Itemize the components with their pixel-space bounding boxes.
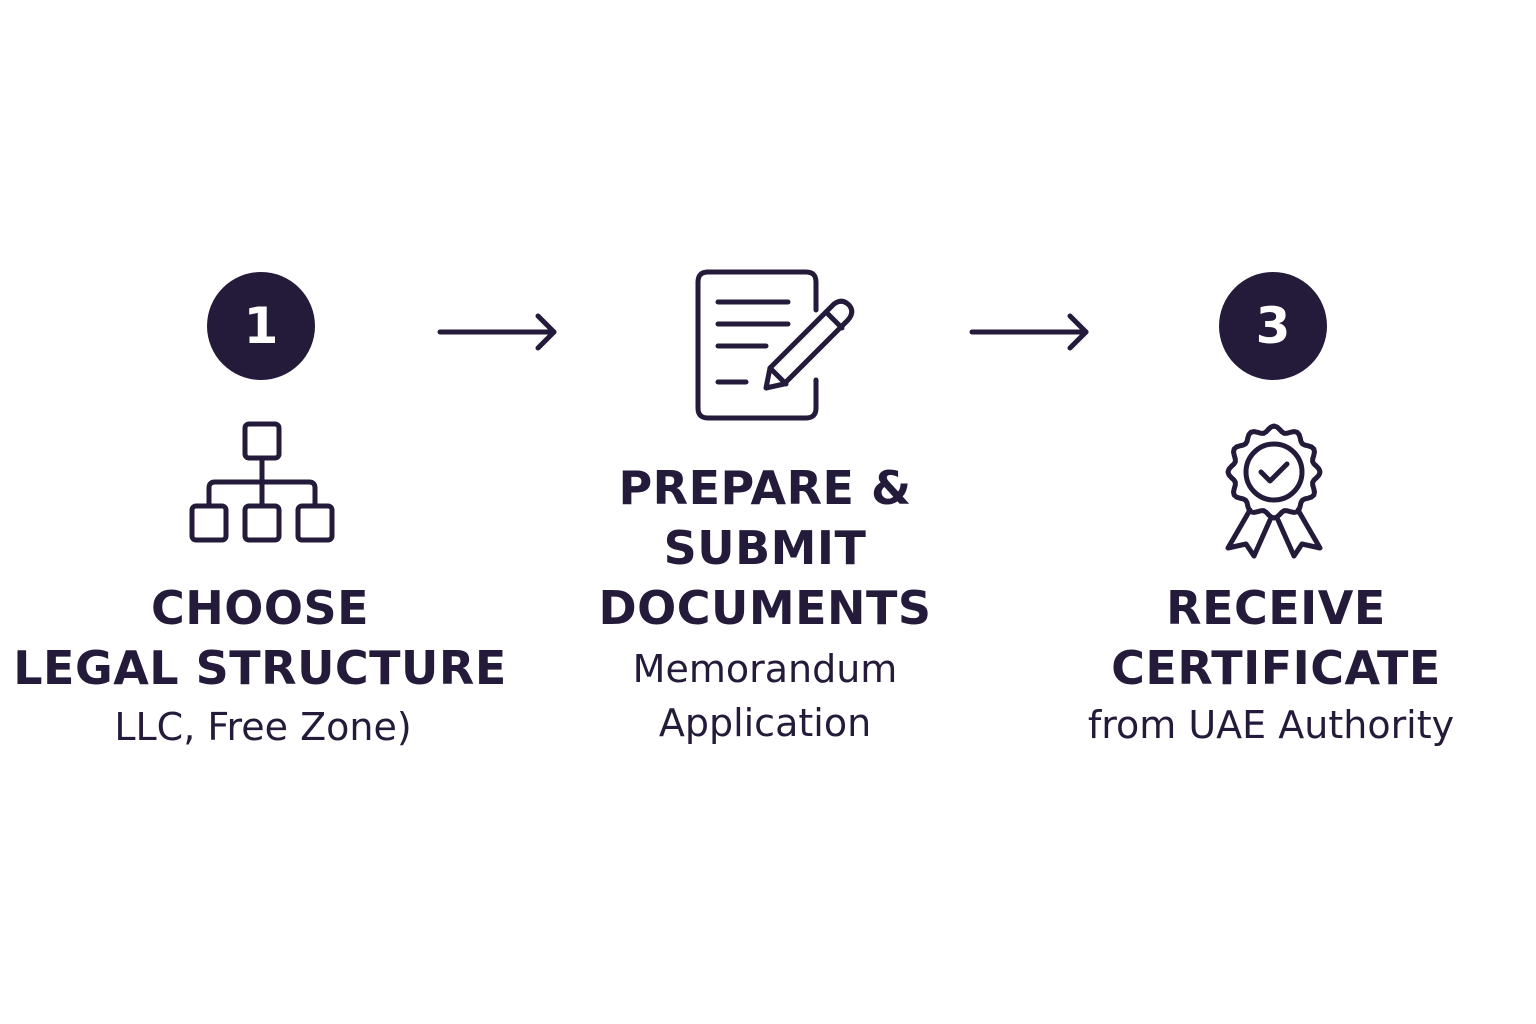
step-1-number: 1 — [243, 297, 279, 355]
step-2-title-line-2: SUBMIT — [663, 521, 867, 575]
step-3-badge: 3 — [1219, 272, 1327, 380]
arrow-right-icon — [969, 313, 1089, 351]
step-3-title: RECEIVE CERTIFICATE — [1026, 578, 1526, 698]
step-3-number: 3 — [1255, 297, 1291, 355]
step-1-subtitle-line-1: LLC, Free Zone) — [114, 705, 412, 749]
step-2-subtitle: Memorandum Application — [520, 642, 1010, 750]
step-3-subtitle-line-1: from UAE Authority — [1087, 703, 1455, 747]
step-1-badge: 1 — [207, 272, 315, 380]
step-1-title: CHOOSE LEGAL STRUCTURE — [0, 578, 520, 698]
step-2-title-line-3: DOCUMENTS — [598, 581, 932, 635]
step-2-subtitle-line-2: Application — [658, 701, 872, 745]
step-1-title-line-1: CHOOSE — [150, 581, 370, 635]
document-pen-icon — [695, 269, 855, 421]
step-2-subtitle-line-1: Memorandum — [632, 647, 898, 691]
certificate-ribbon-icon — [1225, 423, 1323, 559]
org-chart-icon — [189, 421, 335, 543]
step-3-title-line-1: RECEIVE — [1166, 581, 1386, 635]
step-1-title-line-2: LEGAL STRUCTURE — [13, 641, 507, 695]
step-3-subtitle: from UAE Authority — [1016, 698, 1526, 752]
step-2-title: PREPARE & SUBMIT DOCUMENTS — [520, 458, 1010, 638]
arrow-right-icon — [437, 313, 557, 351]
step-3-title-line-2: CERTIFICATE — [1111, 641, 1441, 695]
step-2-title-line-1: PREPARE & — [618, 461, 912, 515]
step-1-subtitle: LLC, Free Zone) — [0, 700, 526, 754]
